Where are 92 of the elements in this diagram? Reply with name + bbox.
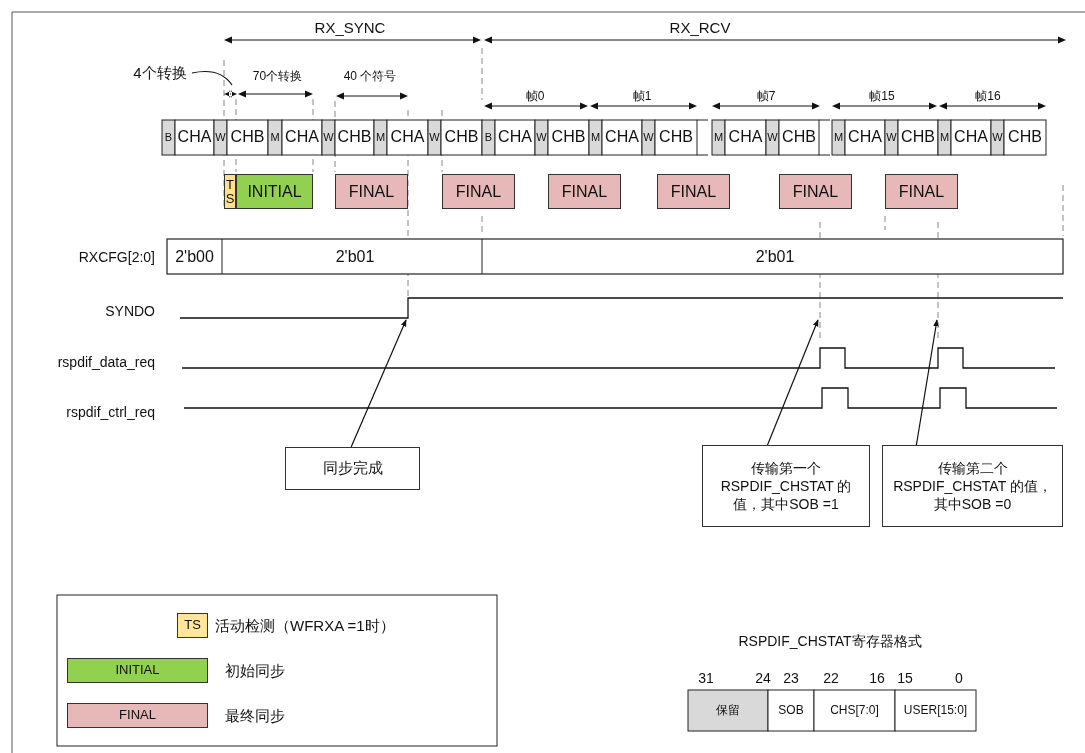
phase-label: RX_RCV <box>669 19 731 37</box>
symbol-label: CHA <box>605 128 639 147</box>
signal-name: RXCFG[2:0] <box>78 248 155 266</box>
symbol-label: CHB <box>659 128 693 147</box>
symbol-label: M <box>939 131 950 144</box>
symbol-label: M <box>375 131 386 144</box>
legend-label: 活动检测（WFRXA =1时） <box>215 616 395 635</box>
callout-text: 传输第一个RSPDIF_CHSTAT 的值，其中SOB =1 <box>719 458 853 514</box>
swatch-label: INITIAL <box>115 663 160 678</box>
annotation-text: 4个转换 <box>128 62 192 84</box>
symbol-label: CHA <box>285 128 319 147</box>
frame-label: 帧7 <box>756 90 776 104</box>
bus-value: 2'b01 <box>755 247 795 267</box>
frame-label: 帧16 <box>975 90 1001 104</box>
symbol-label: M <box>270 131 280 144</box>
callout-box <box>882 445 1063 527</box>
phase-label: FINAL <box>792 182 839 201</box>
swatch-label: TS <box>184 618 201 633</box>
symbol-label: CHA <box>848 128 882 147</box>
symbol-label: CHB <box>901 128 935 147</box>
sync-phase-box <box>335 174 408 209</box>
bit-number: 0 <box>955 669 963 687</box>
frame-label: 帧1 <box>632 90 652 104</box>
symbol-label: CHB <box>782 128 816 147</box>
sync-phase-box <box>548 174 621 209</box>
phase-label: INITIAL <box>247 182 302 201</box>
bus-value: 2'b01 <box>335 247 375 267</box>
field-name: 保留 <box>716 703 740 718</box>
bit-number: 24 <box>755 669 771 687</box>
bit-number: 16 <box>869 669 885 687</box>
symbol-label: CHB <box>337 128 372 147</box>
phase-label: RX_SYNC <box>314 19 386 37</box>
symbol-label: B <box>164 131 173 144</box>
sync-phase-box <box>442 174 515 209</box>
symbol-label: W <box>536 131 547 144</box>
frame-label: 帧0 <box>525 90 545 104</box>
callout-box <box>285 447 420 490</box>
symbol-label: W <box>323 131 334 144</box>
field-name: SOB <box>778 703 804 718</box>
bit-number: 22 <box>823 669 839 687</box>
symbol-label: CHB <box>1008 128 1042 147</box>
symbol-label: CHA <box>954 128 988 147</box>
symbol-label: W <box>643 131 654 144</box>
legend-label: 初始同步 <box>225 661 285 680</box>
signal-name: rspdif_data_req <box>57 353 155 371</box>
symbol-label: CHB <box>444 128 479 147</box>
sync-phase-box <box>779 174 852 209</box>
phase-label: FINAL <box>561 182 608 201</box>
bus-value: 2'b00 <box>175 247 214 267</box>
symbol-label: B <box>484 131 493 144</box>
callout-text: 同步完成 <box>322 459 383 478</box>
phase-label: FINAL <box>898 182 945 201</box>
phase-label: FINAL <box>670 182 717 201</box>
signal-name: SYNDO <box>105 302 155 320</box>
symbol-label: W <box>992 131 1003 144</box>
phase-label: FINAL <box>348 182 395 201</box>
symbol-label: W <box>429 131 440 144</box>
symbol-label: CHA <box>728 128 763 147</box>
arrow <box>915 319 939 446</box>
bit-number: 31 <box>698 669 714 687</box>
frame-label: 帧15 <box>869 90 895 104</box>
symbol-label: W <box>215 131 226 144</box>
callout-box <box>702 445 870 527</box>
symbol-label: CHA <box>498 128 532 147</box>
signal-name: rspdif_ctrl_req <box>66 403 155 421</box>
symbol-label: W <box>886 131 897 144</box>
arrow <box>350 319 407 448</box>
table-title: RSPDIF_CHSTAT寄存器格式 <box>738 632 922 650</box>
phase-label: TS <box>225 177 235 206</box>
symbol-label: M <box>713 131 724 144</box>
sync-phase-box <box>236 174 313 209</box>
symbol-label: CHA <box>177 128 212 147</box>
sync-phase-box <box>885 174 958 209</box>
symbol-label: CHB <box>230 128 265 147</box>
field-name: CHS[7:0] <box>830 703 879 718</box>
arrow <box>766 319 819 446</box>
legend-label: 最终同步 <box>225 706 285 725</box>
sync-phase-box <box>657 174 730 209</box>
dimension-label: 40 个符号 <box>343 70 397 84</box>
dimension-label: 70个转换 <box>252 70 303 84</box>
phase-label: FINAL <box>455 182 502 201</box>
swatch-label: FINAL <box>119 708 156 723</box>
symbol-label: M <box>833 131 844 144</box>
leader-line <box>191 70 233 86</box>
symbol-label: W <box>767 131 778 144</box>
bit-number: 23 <box>783 669 799 687</box>
field-name: USER[15:0] <box>903 703 968 718</box>
symbol-label: CHB <box>551 128 586 147</box>
symbol-label: CHA <box>390 128 425 147</box>
bit-number: 15 <box>897 669 913 687</box>
symbol-label: M <box>590 131 601 144</box>
callout-text: 传输第二个RSPDIF_CHSTAT 的值，其中SOB =0 <box>892 458 1053 514</box>
